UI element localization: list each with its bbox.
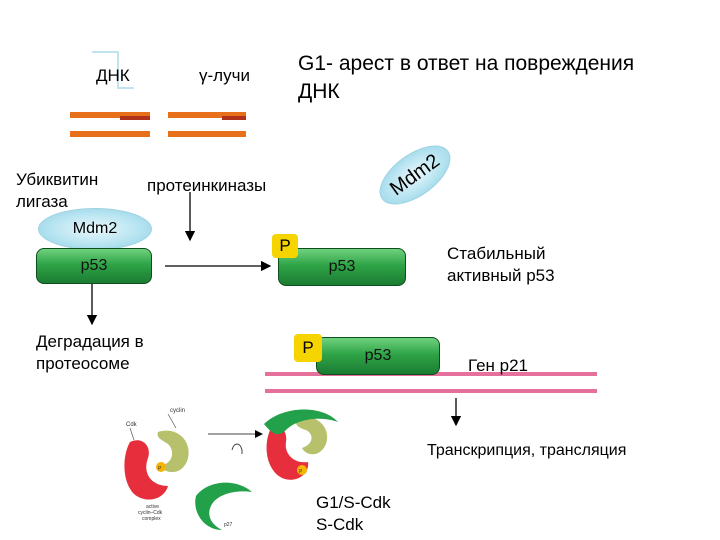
p53-label-2: p53: [328, 258, 356, 275]
cdk-label-2: S-Cdk: [316, 515, 364, 534]
mdm2-label: Mdm2: [72, 220, 118, 237]
phospho-dot-left: [156, 462, 166, 472]
stable-label-2: активный р53: [447, 266, 555, 285]
inset-p-label-left: P: [158, 466, 162, 472]
gamma-rays-label: γ-лучи: [199, 66, 250, 85]
transcription-label: Транскрипция, трансляция: [427, 442, 627, 459]
proteinkinases-label: протеинкиназы: [147, 176, 267, 195]
phospho-dot-right: [297, 465, 307, 475]
dna-strands-left: [70, 112, 150, 137]
p53-stable: p53: [316, 337, 440, 375]
inset-active-1: active: [146, 504, 159, 510]
mdm2-protein: Mdm2: [38, 208, 152, 250]
p53-label-3: p53: [364, 347, 392, 364]
p27-entry-hook: [231, 443, 243, 454]
inset-active-3: complex: [142, 516, 161, 522]
ubiquitin-label-1: Убиквитин: [16, 170, 99, 189]
cyclin-shape-left: [157, 430, 189, 473]
p53-phosphorylated: p53: [278, 248, 406, 286]
inset-p-label-right: P: [299, 469, 303, 475]
cdk-label-1: G1/S-Cdk: [316, 493, 391, 512]
p27-shape-free: [195, 482, 252, 530]
title-line-1: G1- арест в ответ на повреждения: [298, 52, 635, 75]
degradation-label-2: протеосоме: [36, 354, 130, 373]
p27-shape-right: [264, 409, 338, 435]
cyclin-cdk-p27-inset: cyclin Cdk P P active cyclin–Cdk complex…: [112, 404, 352, 534]
gene-p21-label: Ген р21: [468, 356, 528, 375]
dna-bracket-decoration: [92, 51, 134, 89]
p53-unbound: p53: [36, 248, 152, 284]
inset-active-2: cyclin–Cdk: [138, 510, 163, 516]
phosphate-badge-1: P: [272, 234, 298, 258]
cyclin-shape-right: [295, 416, 328, 455]
dna-label: ДНК: [96, 66, 130, 85]
cdk-shape-left: [124, 440, 168, 500]
inset-drawing: cyclin Cdk P P active cyclin–Cdk complex…: [124, 408, 338, 530]
inset-cyclin-label: cyclin: [170, 408, 185, 414]
stable-label-1: Стабильный: [447, 244, 546, 263]
title-line-2: ДНК: [298, 80, 340, 103]
phosphate-badge-2: P: [294, 334, 322, 362]
p53-label-1: p53: [80, 257, 108, 274]
cdk-shape-right: [266, 425, 309, 480]
inset-cdk-label: Cdk: [126, 422, 138, 428]
inset-p27-label: p27: [224, 522, 233, 528]
degradation-label-1: Деградация в: [36, 332, 144, 351]
ubiquitin-label-2: лигаза: [16, 192, 68, 211]
dna-strands-right: [168, 112, 246, 137]
